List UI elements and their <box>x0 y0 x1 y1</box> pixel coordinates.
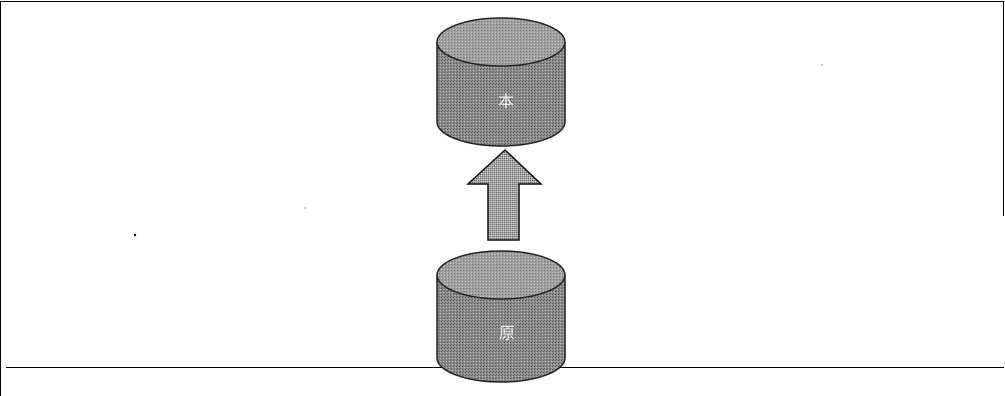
top-database-label: 本 <box>498 92 514 111</box>
top-database-icon: 本 <box>436 17 566 147</box>
scan-specks <box>133 64 823 237</box>
bottom-database-icon: 原 <box>436 250 566 383</box>
up-arrow-icon <box>466 148 543 241</box>
bottom-database-label: 原 <box>499 324 515 343</box>
